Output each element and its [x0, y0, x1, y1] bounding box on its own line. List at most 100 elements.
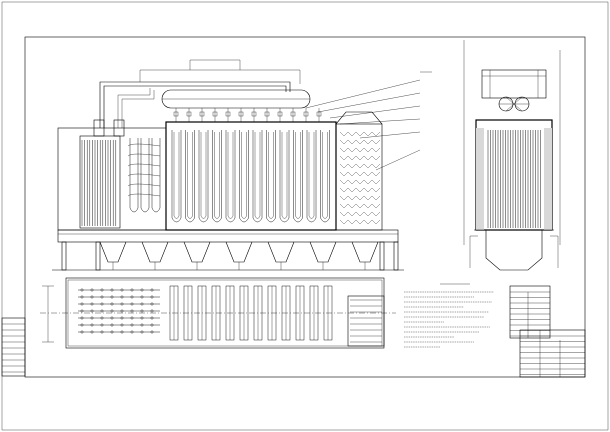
side-refractory-left — [476, 128, 484, 230]
furnace-u-tube — [320, 130, 330, 223]
support-leg — [379, 241, 385, 271]
tube-end — [100, 316, 104, 320]
ash-hopper — [99, 241, 127, 263]
tube-end — [130, 309, 134, 313]
title-block — [519, 329, 586, 378]
air-heater-element — [371, 187, 381, 193]
ash-hopper — [309, 241, 337, 263]
steam-pipe-top — [99, 81, 291, 128]
u-tube-bend — [127, 173, 161, 177]
support-legs — [52, 241, 404, 271]
air-heater-element — [363, 203, 373, 209]
tube-end — [80, 295, 84, 299]
furnace-u-tube-inner — [187, 132, 193, 219]
tube-end — [100, 330, 104, 334]
superheater-header — [113, 119, 125, 137]
tube-end — [130, 316, 134, 320]
valve — [290, 111, 296, 117]
air-heater-element — [339, 195, 349, 201]
air-heater-element — [347, 131, 357, 137]
air-heater-element — [363, 155, 373, 161]
air-heater-element — [363, 163, 373, 169]
tube-end — [140, 302, 144, 306]
u-tube — [140, 138, 150, 213]
furnace-u-tube-inner — [214, 132, 220, 219]
tube-end — [130, 330, 134, 334]
ash-hopper — [225, 241, 253, 263]
u-tube-bend — [127, 153, 161, 157]
valve — [238, 111, 244, 117]
air-heater-element — [339, 179, 349, 185]
u-tube — [151, 138, 161, 213]
tube-end — [110, 323, 114, 327]
tube-end — [130, 288, 134, 292]
furnace-u-tube-inner — [173, 132, 180, 219]
furnace-u-tube — [239, 130, 249, 223]
air-heater-element — [355, 131, 365, 137]
air-heater-element — [347, 171, 357, 177]
furnace-u-tubes — [171, 130, 330, 223]
furnace-u-tube — [252, 130, 263, 223]
furnace-u-tube — [266, 130, 276, 223]
tube-end — [100, 323, 104, 327]
air-heater-element — [371, 195, 381, 201]
tube-end — [120, 316, 124, 320]
tube-end — [120, 323, 124, 327]
furnace-u-tube — [212, 130, 222, 223]
valve — [225, 111, 231, 117]
furnace-u-tube-inner — [322, 132, 328, 219]
furnace-u-tube — [185, 130, 195, 223]
tube-end — [80, 323, 84, 327]
tube-end — [110, 302, 114, 306]
air-heater-element — [371, 203, 381, 209]
tube-end — [140, 309, 144, 313]
side-elevation-view — [463, 40, 561, 271]
support-leg — [95, 241, 101, 271]
air-heater-element — [363, 211, 373, 217]
header-stubs — [173, 108, 322, 122]
furnace-u-tube — [293, 130, 303, 223]
air-heater-element — [371, 131, 381, 137]
air-heater-element — [363, 219, 373, 225]
front-elevation-view — [52, 59, 432, 271]
u-tube-bend — [127, 143, 161, 147]
tube-end — [90, 288, 94, 292]
air-heater-element — [371, 155, 381, 161]
valve — [186, 111, 192, 117]
tube-end — [80, 309, 84, 313]
air-heater-element — [347, 187, 357, 193]
furnace-u-tube-inner — [295, 132, 301, 219]
valve — [251, 111, 257, 117]
tube-end — [90, 316, 94, 320]
tube-end — [110, 330, 114, 334]
plan-left-tube-rows — [78, 288, 160, 334]
air-heater-element — [363, 171, 373, 177]
tube-end — [110, 295, 114, 299]
steam-pipe-top-2 — [117, 88, 155, 128]
air-heater-element — [363, 131, 373, 137]
tube-end — [90, 309, 94, 313]
air-heater-element — [355, 163, 365, 169]
side-hopper — [485, 230, 543, 271]
furnace-u-tube — [279, 130, 290, 223]
furnace-u-tube-inner — [227, 132, 234, 219]
economizer-u-tubes — [127, 138, 161, 213]
tube-end — [130, 302, 134, 306]
tube-end — [80, 302, 84, 306]
u-tube-bend — [127, 163, 161, 167]
air-heater-element — [339, 219, 349, 225]
valve — [212, 111, 218, 117]
furnace-u-tube — [171, 130, 182, 223]
air-heater-element — [363, 195, 373, 201]
furnace-u-tube-inner — [200, 132, 207, 219]
tube-end — [150, 295, 154, 299]
tube-end — [90, 330, 94, 334]
left-margin-table — [1, 317, 26, 377]
air-heater-element — [363, 187, 373, 193]
tube-end — [140, 288, 144, 292]
tube-end — [90, 295, 94, 299]
air-heater-element — [339, 203, 349, 209]
air-heater-element — [339, 211, 349, 217]
valve — [277, 111, 283, 117]
